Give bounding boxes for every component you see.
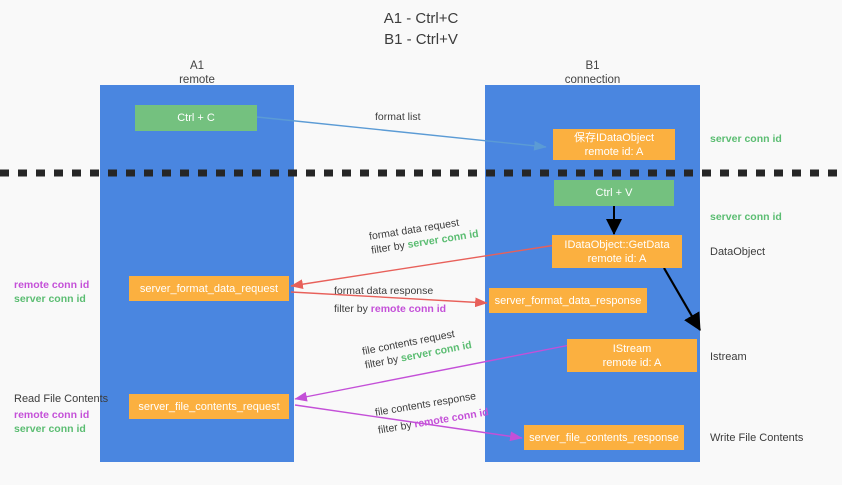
node-server-file-contents-request-label: server_file_contents_request [138,400,280,413]
filter-prefix: filter by [377,418,416,437]
diagram-title-line2: B1 - Ctrl+V [384,31,458,48]
filter-id-remote-conn: remote conn id [370,303,447,315]
annotation-istream-text: Istream [710,351,747,363]
annotation-server-conn-id-top-text: server conn id [710,133,782,145]
annotation-server-conn-id-top: server conn id [710,132,782,146]
node-ctrl-v-label: Ctrl + V [595,187,633,199]
annotation-server-conn-id-mid: server conn id [710,210,782,224]
edge-label-format-data-request: format data request filter by server con… [368,213,480,258]
node-ctrl-c-label: Ctrl + C [177,112,215,124]
column-header-b1: B1 connection [485,59,700,87]
edge-label-format-list-text: format list [375,111,421,123]
annotation-write-file-contents-text: Write File Contents [710,432,804,444]
node-istream[interactable]: IStream remote id: A [567,339,697,372]
node-ctrl-v[interactable]: Ctrl + V [554,180,674,206]
edge-label-format-list: format list [375,110,421,124]
column-header-b1-sub: connection [564,74,621,86]
annotation-remote-conn-id-1: remote conn id [14,279,90,291]
node-server-format-data-request[interactable]: server_format_data_request [129,276,289,301]
annotation-server-conn-id-left-1: server conn id [14,293,86,305]
node-server-file-contents-response-label: server_file_contents_response [529,431,679,444]
edge-label-format-data-response: format data response filter by remote co… [334,284,446,316]
node-ctrl-c[interactable]: Ctrl + C [135,105,257,131]
annotation-dataobject-text: DataObject [710,246,766,258]
node-server-format-data-response[interactable]: server_format_data_response [489,288,647,313]
annotation-server-conn-id-left-2: server conn id [14,423,86,435]
annotation-read-file-contents-group: Read File Contents remote conn id server… [14,392,108,436]
annotation-remote-conn-id-2: remote conn id [14,409,90,421]
node-server-file-contents-response[interactable]: server_file_contents_response [524,425,684,450]
annotation-dataobject: DataObject [710,245,765,259]
node-save-idataobject-line2: remote id: A [584,145,644,158]
node-getdata-line2: remote id: A [587,252,647,265]
node-server-format-data-response-label: server_format_data_response [494,294,642,307]
annotation-server-conn-id-mid-text: server conn id [710,211,782,223]
column-header-a1-name: A1 [189,60,205,72]
edge-label-format-data-response-line2: filter by remote conn id [334,302,446,316]
diagram-title: A1 - Ctrl+C B1 - Ctrl+V [0,8,842,50]
column-header-a1: A1 remote [100,59,294,87]
edge-label-format-data-response-line1: format data response [334,285,434,297]
filter-prefix: filter by [334,303,371,315]
node-server-format-data-request-label: server_format_data_request [139,282,279,295]
node-save-idataobject[interactable]: 保存IDataObject remote id: A [553,129,675,160]
annotation-write-file-contents: Write File Contents [710,431,803,445]
annotation-read-file-contents: Read File Contents [14,393,109,405]
column-header-a1-sub: remote [179,74,215,86]
annotation-istream: Istream [710,350,747,364]
annotation-conn-ids-format: remote conn id server conn id [14,278,89,306]
diagram-title-line1: A1 - Ctrl+C [383,10,459,27]
node-save-idataobject-line1: 保存IDataObject [573,131,655,144]
node-istream-line2: remote id: A [602,356,662,369]
node-istream-line1: IStream [612,342,652,355]
node-getdata-line1: IDataObject::GetData [564,238,670,251]
column-header-b1-name: B1 [585,60,600,72]
edge-label-file-contents-request: file contents request filter by server c… [361,324,473,372]
node-server-file-contents-request[interactable]: server_file_contents_request [129,394,289,419]
edge-label-file-contents-response: file contents response filter by remote … [374,388,490,438]
node-idataobject-getdata[interactable]: IDataObject::GetData remote id: A [552,235,682,268]
